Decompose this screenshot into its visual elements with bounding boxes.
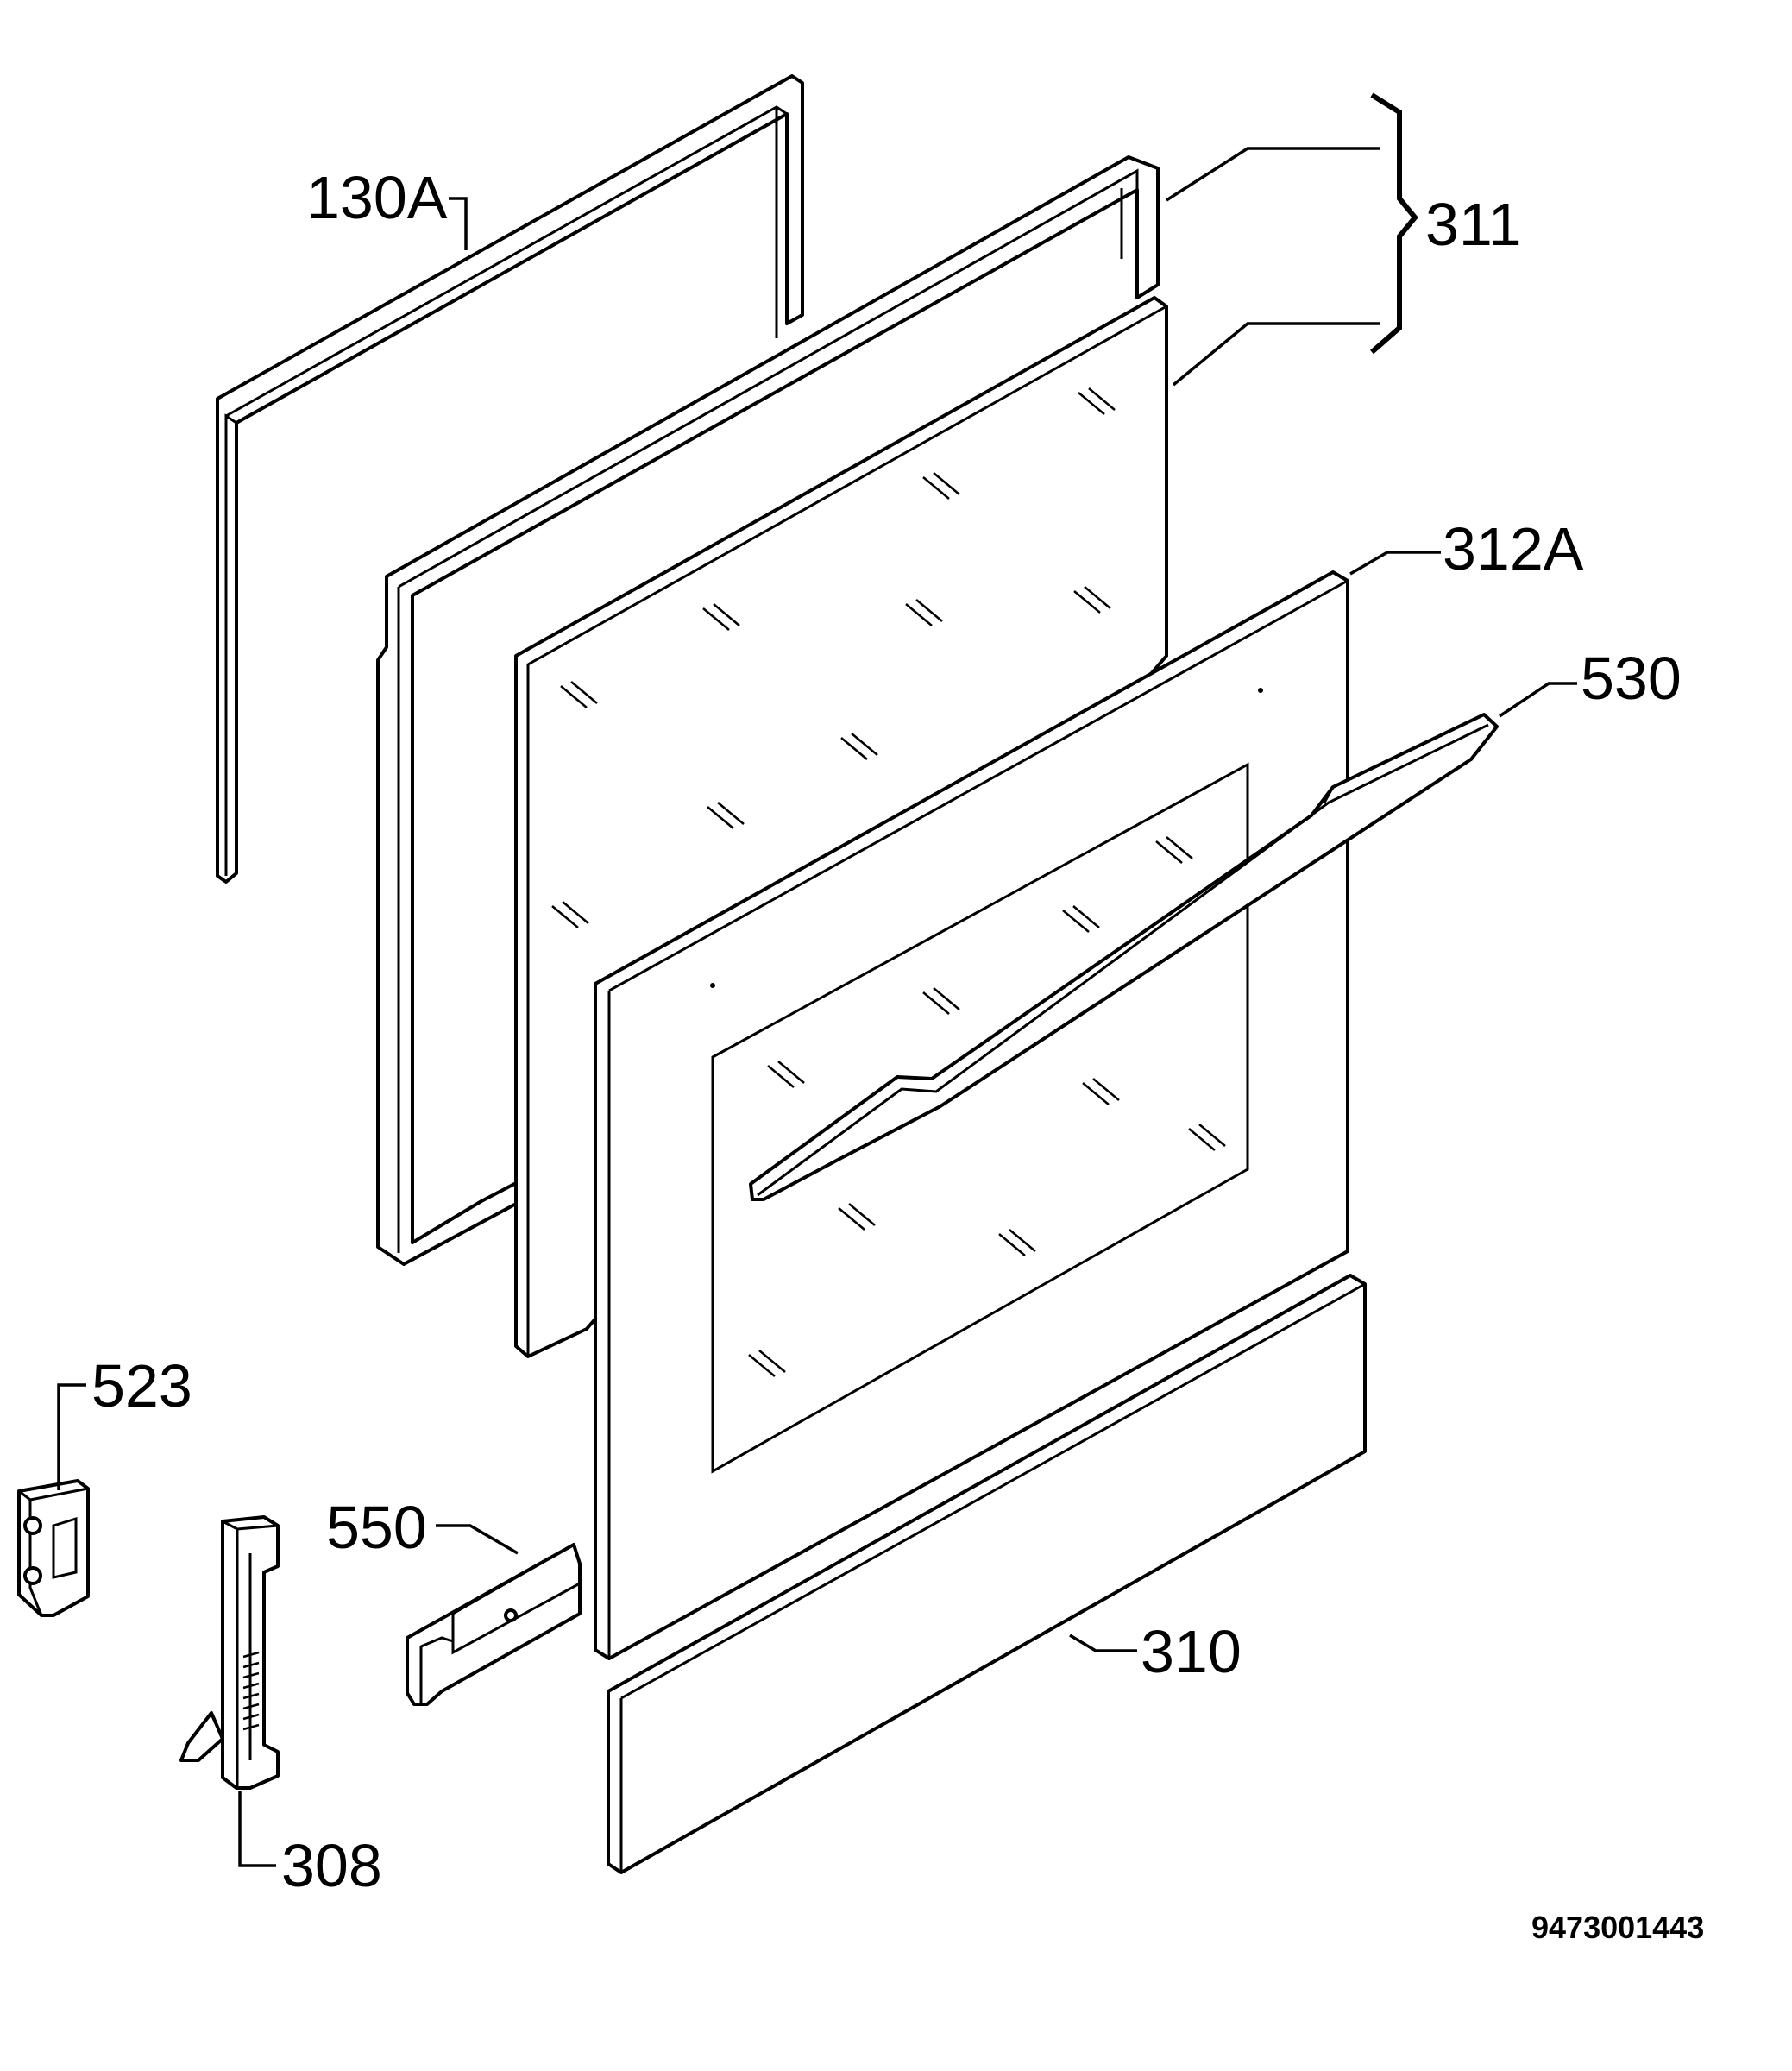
label-550: 550 — [326, 1494, 427, 1561]
label-130a-number: 130A — [306, 164, 448, 231]
part-312a-outer-panel — [594, 570, 1349, 1660]
part-523-hinge-bracket — [17, 1479, 90, 1617]
label-130a: 130A — [306, 164, 448, 231]
part-130a-door-seal — [216, 74, 804, 884]
glass-hatch-marks — [551, 387, 1116, 928]
bracket-311 — [1370, 92, 1418, 355]
label-312a: 312A — [1443, 515, 1584, 582]
part-311-inner-frame — [376, 155, 1160, 1266]
leader-lines — [57, 147, 1577, 1867]
part-530-door-handle — [749, 713, 1499, 1201]
label-530: 530 — [1581, 645, 1682, 712]
label-310: 310 — [1141, 1618, 1242, 1685]
label-523: 523 — [91, 1352, 192, 1419]
part-550-hinge-rail — [406, 1543, 582, 1706]
drawing-code: 9473001443 — [1531, 1910, 1704, 1945]
part-308-hinge-spring — [179, 1515, 280, 1790]
part-310-bottom-trim — [607, 1274, 1367, 1874]
label-311: 311 — [1425, 191, 1522, 258]
label-308: 308 — [281, 1832, 382, 1899]
panel-glass-hatch-marks — [748, 836, 1226, 1377]
